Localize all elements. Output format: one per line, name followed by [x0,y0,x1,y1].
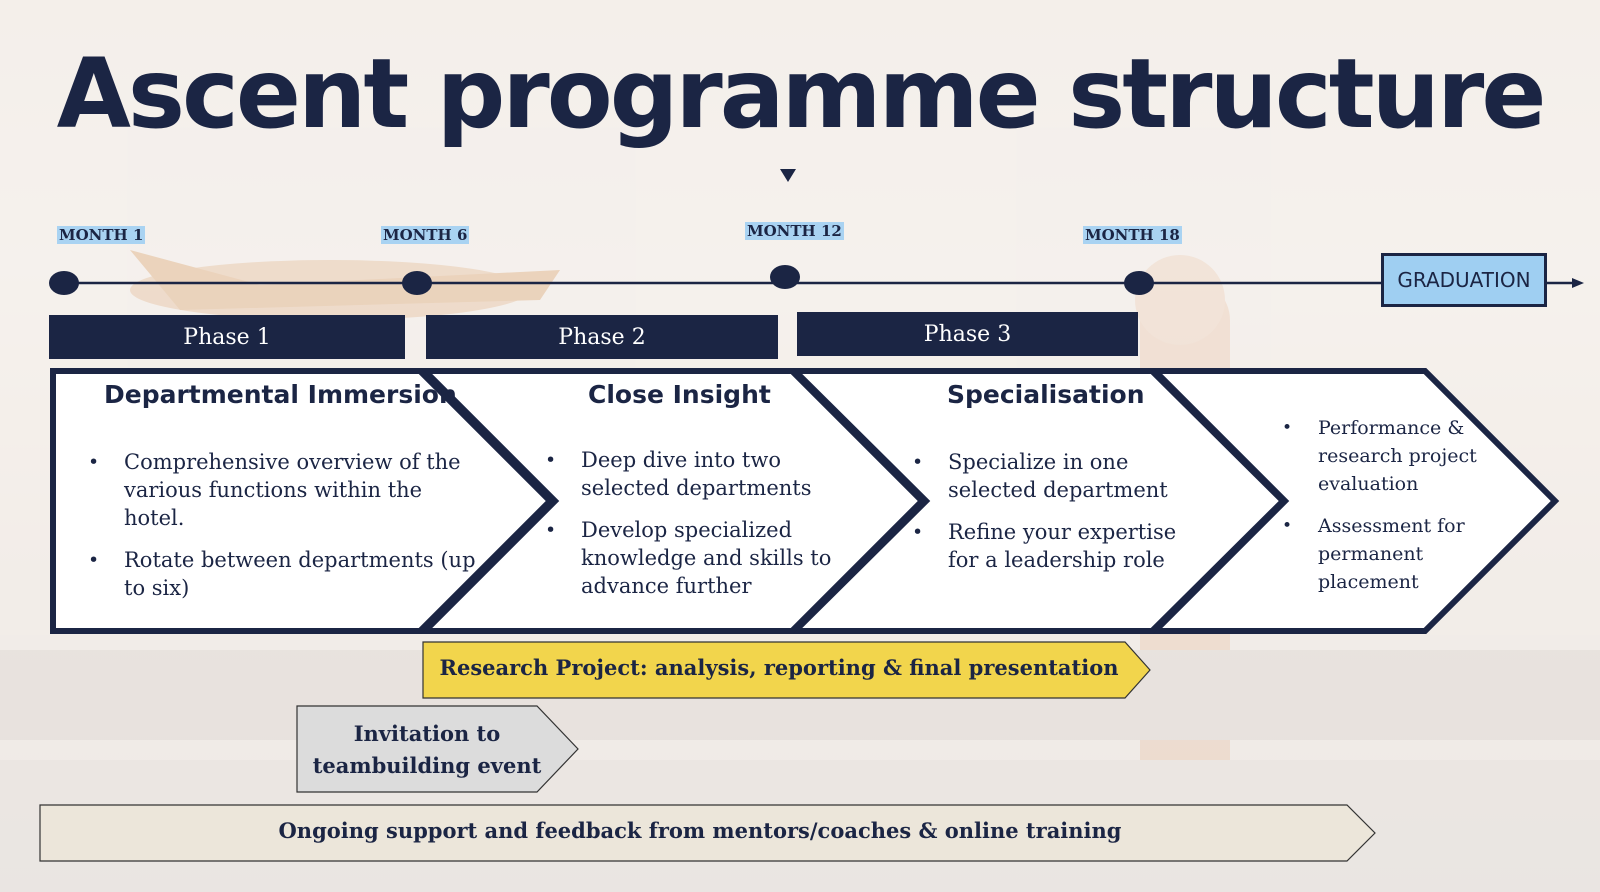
stage-1-title: Departmental Immersion [104,380,457,409]
graduation-box: GRADUATION [1381,253,1547,307]
month12-marker [780,169,796,182]
stage-3-bullet: Specialize in one selected department [912,448,1208,504]
milestone-label-month-6: MONTH 6 [381,226,470,244]
teambuilding-bar [296,705,579,793]
stage-1-bullets: Comprehensive overview of the various fu… [88,448,484,616]
stage-2-bullet: Deep dive into two selected departments [545,446,866,502]
stage-3-title: Specialisation [947,380,1145,409]
teambuilding-label-line-2: teambuilding event [312,753,542,778]
stage-1-bullet: Rotate between departments (up to six) [88,546,484,602]
stage-1-bullet: Comprehensive overview of the various fu… [88,448,484,532]
phase-1-header: Phase 1 [49,315,405,359]
stage-3-bullet: Refine your expertise for a leadership r… [912,518,1208,574]
stage-4-bullet: Assessment for permanent placement [1282,512,1498,596]
stage-2-bullet: Develop specialized knowledge and skills… [545,516,866,600]
phase-2-header: Phase 2 [426,315,778,359]
stage-2-bullets: Deep dive into two selected departments … [545,446,866,614]
page-title: Ascent programme structure [56,38,1547,150]
stage-2-title: Close Insight [588,380,771,409]
milestone-dot-4 [1124,271,1154,295]
phase-3-header: Phase 3 [797,312,1138,356]
research-project-label: Research Project: analysis, reporting & … [439,655,1119,680]
teambuilding-label-line-1: Invitation to [353,721,501,746]
milestone-dot-2 [402,271,432,295]
milestone-label-month-1: MONTH 1 [57,226,146,244]
stage-4-bullet: Performance & research project evaluatio… [1282,414,1498,498]
milestone-label-month-12: MONTH 12 [745,222,844,240]
timeline-arrowhead [1572,278,1584,288]
stage-3-bullets: Specialize in one selected department Re… [912,448,1208,588]
milestone-dot-1 [49,271,79,295]
stage-4-bullets: Performance & research project evaluatio… [1282,414,1498,610]
support-label: Ongoing support and feedback from mentor… [278,818,1122,843]
research-project-bar [422,641,1151,699]
support-bar [39,804,1376,862]
milestone-dot-3 [770,265,800,289]
teambuilding-label: Invitation to teambuilding event [297,718,557,782]
milestone-label-month-18: MONTH 18 [1083,226,1182,244]
